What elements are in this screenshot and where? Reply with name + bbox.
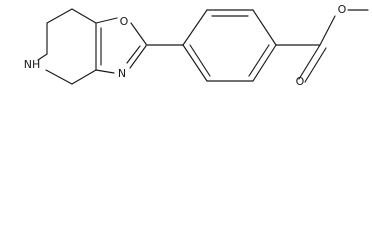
bond	[304, 47, 327, 83]
oxazole-ring	[95, 17, 147, 74]
bond	[319, 15, 336, 46]
bond	[71, 8, 97, 24]
methyl-ester	[275, 9, 369, 83]
bond	[252, 9, 277, 46]
bond	[37, 53, 48, 61]
fused-bond	[95, 22, 102, 71]
bond	[298, 44, 321, 80]
bond	[252, 44, 277, 82]
nitrogen-atom-ring: N	[118, 67, 126, 80]
bond	[182, 44, 208, 82]
bond	[130, 22, 147, 45]
bond	[189, 44, 211, 77]
bond	[46, 8, 73, 24]
structure-diagram: O N NH O O	[24, 3, 369, 88]
nh-atom: NH	[24, 58, 41, 71]
bond	[126, 45, 141, 64]
bond	[129, 45, 147, 69]
oxygen-atom-ring: O	[120, 15, 129, 28]
benzene-ring	[182, 9, 277, 82]
bond	[182, 9, 208, 46]
bond	[248, 44, 270, 77]
bond	[95, 17, 118, 24]
bond	[95, 69, 115, 74]
bond	[71, 69, 97, 85]
bond	[45, 69, 73, 85]
carbonyl-oxygen-atom: O	[296, 75, 305, 88]
piperidine-ring	[37, 8, 97, 85]
ester-oxygen-atom: O	[338, 3, 347, 16]
